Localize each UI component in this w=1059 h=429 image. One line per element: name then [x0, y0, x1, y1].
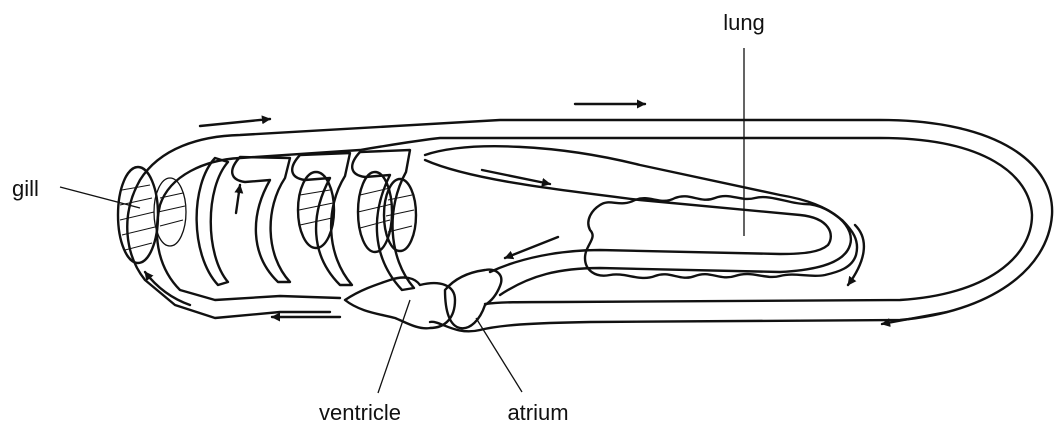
lung-label: lung	[723, 10, 765, 35]
gill-label: gill	[12, 176, 39, 201]
atrium-shape	[445, 270, 501, 329]
lung-vessel-outer	[425, 146, 851, 295]
gill-leader-line	[60, 187, 140, 208]
lung-vessel-inner	[425, 160, 831, 272]
aortic-arches	[197, 150, 414, 290]
ventricle-shape	[345, 278, 455, 329]
atrium-leader-line	[476, 318, 522, 392]
atrium-label: atrium	[507, 400, 568, 425]
ventricle-label: ventricle	[319, 400, 401, 425]
